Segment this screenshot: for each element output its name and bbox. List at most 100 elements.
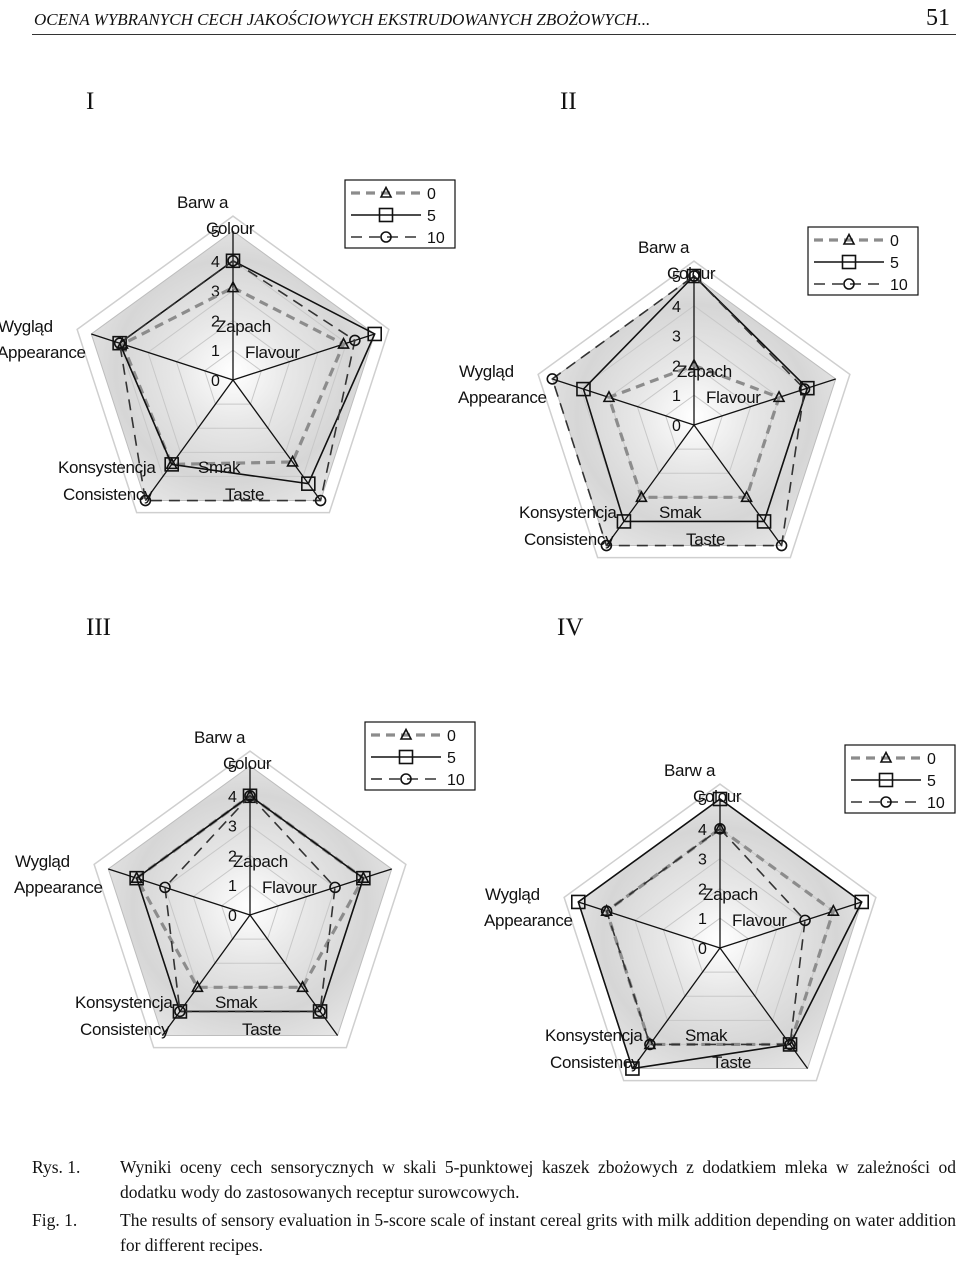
series-marker	[713, 821, 727, 834]
series-10	[113, 254, 361, 507]
series-marker	[337, 336, 350, 349]
series-marker	[139, 494, 152, 507]
axis-label: Colour	[693, 787, 742, 806]
legend-label: 5	[890, 255, 899, 272]
legend-label: 0	[890, 233, 899, 250]
series-line	[577, 798, 863, 1070]
series-marker	[687, 358, 701, 371]
axis-label: Consistency	[63, 485, 153, 504]
series-marker	[799, 914, 811, 927]
tick-label: 2	[211, 313, 220, 330]
axis-spoke	[249, 868, 392, 916]
legend-marker	[399, 727, 413, 740]
tick-label: 3	[211, 284, 220, 301]
series-marker	[314, 494, 327, 507]
axis-label: Barw a	[664, 761, 716, 780]
axis-label: Wygląd	[485, 885, 540, 904]
tick-label: 2	[672, 358, 681, 375]
axis-label: Flavour	[262, 878, 317, 897]
series-marker	[740, 490, 753, 503]
series-marker	[226, 280, 240, 293]
axis-label: Wygląd	[15, 852, 70, 871]
grid-ring-2	[175, 319, 291, 429]
radar-outer-frame	[76, 215, 390, 514]
axis-label: Flavour	[245, 343, 300, 362]
tick-label: 0	[228, 908, 237, 925]
grid-ring-5	[107, 765, 393, 1037]
tick-label: 0	[698, 941, 707, 958]
caption-tag-pl: Rys. 1.	[32, 1157, 81, 1177]
tick-label: 3	[228, 819, 237, 836]
series-0	[602, 358, 786, 503]
axis-label: Zapach	[677, 362, 732, 381]
series-5	[576, 268, 815, 529]
radar-outer-frame	[537, 260, 851, 559]
axis-spoke	[693, 378, 836, 426]
series-marker	[112, 335, 127, 351]
axis-label: Smak	[198, 458, 241, 477]
panel-label-3: III	[86, 614, 111, 641]
grid-ring-2	[192, 854, 308, 964]
legend-box	[364, 721, 476, 791]
series-marker	[286, 454, 299, 467]
axis-label: Appearance	[0, 343, 86, 362]
axis-label: Konsystencja	[519, 503, 617, 522]
series-marker	[784, 1038, 796, 1051]
series-marker	[227, 254, 239, 267]
series-marker	[688, 270, 700, 282]
series-marker	[625, 1061, 640, 1076]
tick-label: 4	[228, 789, 237, 806]
tick-label: 5	[211, 224, 220, 241]
axis-label: Zapach	[233, 852, 288, 871]
series-marker	[165, 457, 179, 470]
grid-ring-2	[662, 887, 778, 997]
series-line	[551, 274, 806, 547]
series-10	[546, 270, 811, 552]
grid-ring-2	[636, 364, 752, 474]
grid-ring-1	[665, 394, 723, 450]
axis-label: Flavour	[706, 388, 761, 407]
tick-label: 1	[211, 343, 220, 360]
axis-spoke	[232, 379, 322, 501]
series-marker	[130, 870, 143, 883]
series-marker	[775, 539, 788, 552]
legend-marker	[398, 749, 414, 765]
page-number: 51	[926, 5, 950, 31]
legend-marker	[842, 232, 856, 245]
axis-label: Colour	[223, 754, 272, 773]
legend-marker	[400, 773, 412, 785]
axis-label: Taste	[686, 530, 725, 549]
series-line	[582, 274, 809, 523]
legend-marker	[379, 185, 393, 198]
series-10	[600, 822, 811, 1051]
legend-box	[807, 226, 919, 296]
radar-outer-frame	[93, 750, 407, 1049]
axis-label: Wygląd	[459, 362, 514, 381]
axis-spoke	[693, 424, 783, 546]
legend-box	[844, 744, 956, 814]
series-marker	[244, 789, 256, 802]
axis-label: Zapach	[216, 317, 271, 336]
series-marker	[712, 791, 728, 807]
axis-label: Barw a	[177, 193, 229, 212]
series-marker	[546, 373, 559, 385]
radar-outer-frame	[563, 783, 877, 1082]
legend-label: 10	[927, 795, 945, 812]
axis-label: Barw a	[194, 728, 246, 747]
series-marker	[854, 894, 870, 910]
series-marker	[756, 514, 772, 529]
series-marker	[129, 870, 144, 886]
series-marker	[600, 539, 613, 552]
legend-label: 5	[927, 773, 936, 790]
series-marker	[827, 903, 840, 916]
axis-label: Consistency	[524, 530, 614, 549]
running-title: OCENA WYBRANYCH CECH JAKOŚCIOWYCH EKSTRU…	[34, 10, 651, 29]
legend-marker	[880, 796, 892, 808]
tick-label: 1	[672, 388, 681, 405]
